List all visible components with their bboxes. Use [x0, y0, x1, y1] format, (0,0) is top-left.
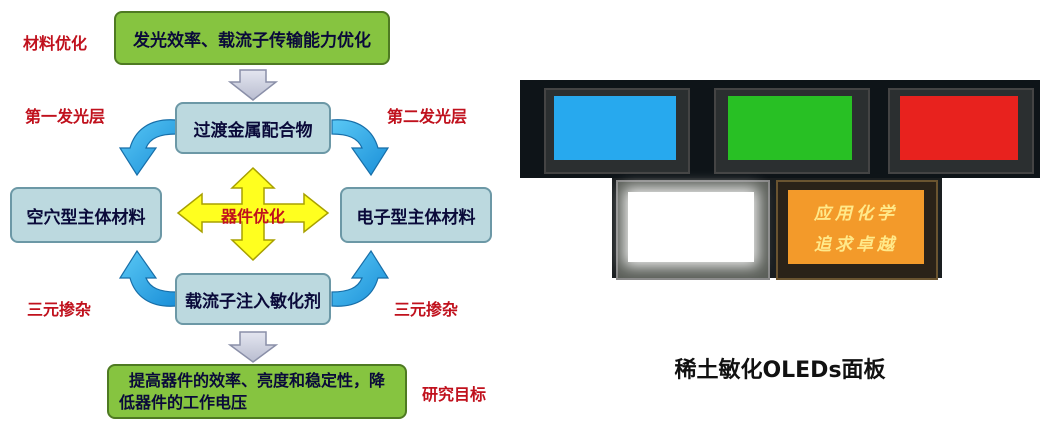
panel-text-line2: 追求卓越 — [814, 235, 898, 255]
oled-panel-blue — [554, 96, 676, 160]
material-opt-label: 材料优化 — [23, 34, 88, 53]
carrier-sensitizer-box: 载流子注入敏化剂 — [175, 273, 331, 325]
ternary-left-label: 三元掺杂 — [27, 300, 92, 319]
four-way-arrow — [176, 166, 330, 262]
device-optimization-label: 器件优化 — [220, 207, 285, 226]
electron-host-text: 电子型主体材料 — [356, 207, 476, 228]
panel-text-line1: 应用化学 — [814, 204, 898, 224]
down-arrow-bottom — [227, 331, 279, 363]
oled-panel-white — [628, 192, 754, 262]
down-arrow-top — [227, 69, 279, 101]
diagram-arrows — [118, 69, 390, 363]
curved-arrow-top-left — [118, 119, 177, 177]
curved-arrow-bottom-left — [118, 249, 177, 307]
metal-complex-text: 过渡金属配合物 — [193, 120, 313, 141]
oled-panel-green — [728, 96, 852, 160]
curved-arrow-top-right — [331, 119, 390, 177]
top-goal-box: 发光效率、载流子传输能力优化 — [114, 11, 390, 65]
first-layer-label: 第一发光层 — [25, 107, 106, 126]
oled-panel-red — [900, 96, 1018, 160]
research-goal-line2: 低器件的工作电压 — [119, 392, 248, 412]
metal-complex-box: 过渡金属配合物 — [175, 102, 331, 154]
oled-panels-photo: 应用化学 追求卓越 — [520, 80, 1040, 280]
research-goal-line1: 提高器件的效率、亮度和稳定性，降 — [128, 370, 385, 390]
electron-host-box: 电子型主体材料 — [340, 187, 492, 243]
photo-caption: 稀土敏化OLEDs面板 — [674, 358, 886, 383]
curved-arrow-bottom-right — [331, 249, 390, 307]
hole-host-box: 空穴型主体材料 — [10, 187, 162, 243]
carrier-sensitizer-text: 载流子注入敏化剂 — [185, 291, 321, 312]
oled-panel-orange: 应用化学 追求卓越 — [788, 190, 924, 264]
ternary-right-label: 三元掺杂 — [394, 300, 459, 319]
hole-host-text: 空穴型主体材料 — [26, 207, 146, 228]
research-goal-box: 提高器件的效率、亮度和稳定性，降 低器件的工作电压 — [107, 364, 407, 419]
second-layer-label: 第二发光层 — [387, 107, 468, 126]
top-goal-text: 发光效率、载流子传输能力优化 — [133, 30, 371, 51]
research-goal-label: 研究目标 — [422, 385, 487, 404]
